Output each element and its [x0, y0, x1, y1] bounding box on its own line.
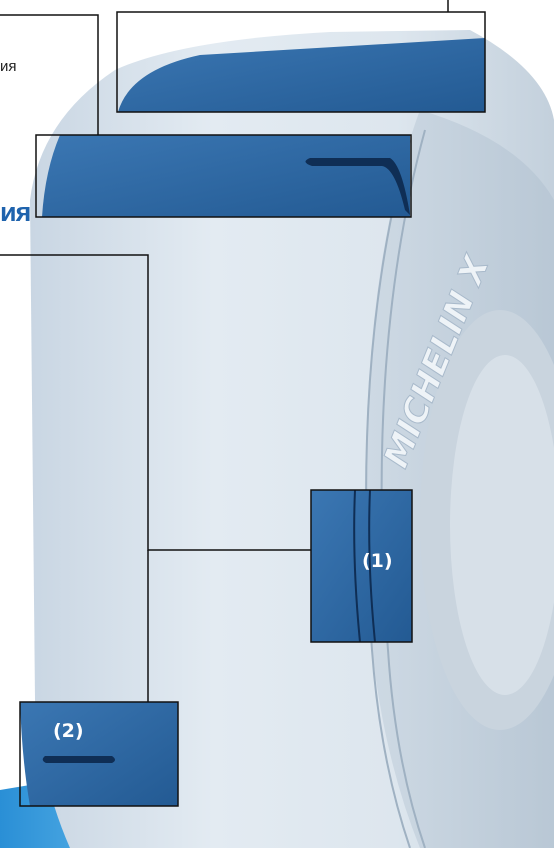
callout-frame-top — [116, 11, 486, 113]
tread-groove-slot — [42, 756, 115, 763]
callout-label-2: (2) — [53, 720, 84, 742]
tire-rim-inner — [450, 355, 554, 695]
tread-blue-top — [118, 38, 485, 112]
tread-blue-detail-1 — [311, 490, 412, 642]
callout-frame-1 — [310, 489, 413, 643]
leader-line-1 — [0, 254, 311, 551]
callout-label-1: (1) — [362, 550, 393, 572]
cropped-section-heading: ия — [0, 197, 31, 227]
cropped-caption-text: ия — [0, 58, 17, 75]
tread-groove-line — [353, 489, 361, 643]
leader-line-shoulder — [0, 14, 99, 135]
tread-groove-line — [368, 489, 376, 643]
tread-blue-detail-2 — [20, 702, 178, 806]
tread-blue-shoulder — [42, 135, 410, 217]
callout-frame-shoulder — [35, 134, 412, 218]
callout-frame-2 — [19, 701, 179, 807]
tread-groove-slot — [305, 158, 410, 215]
